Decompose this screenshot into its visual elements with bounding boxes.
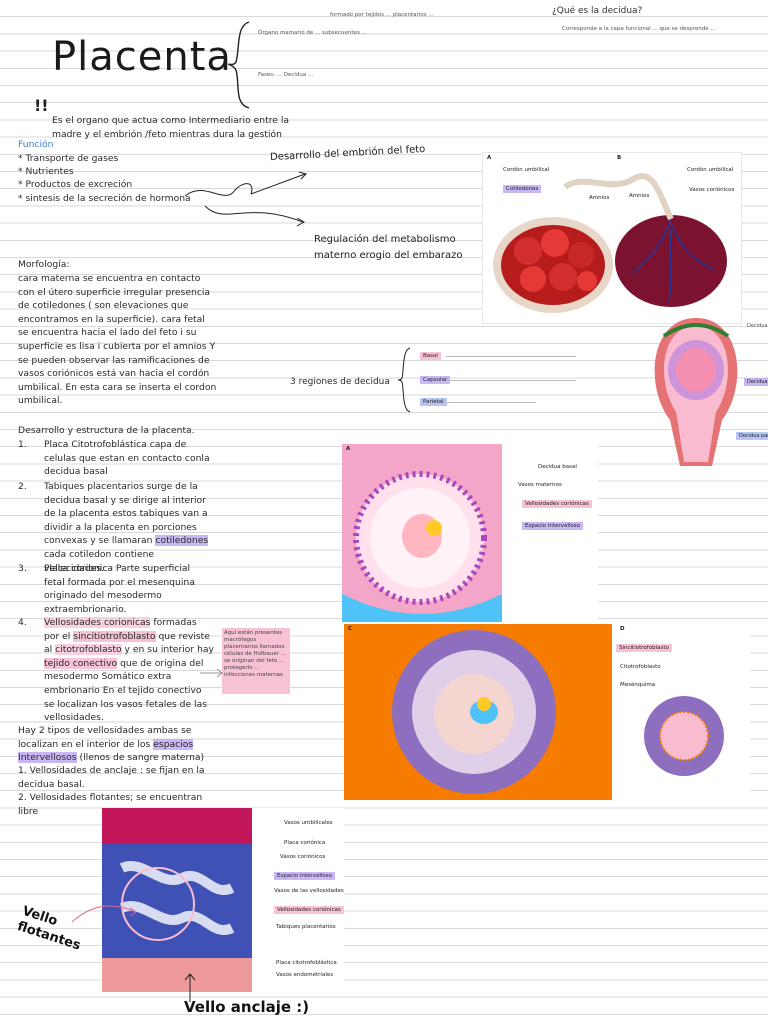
fig4-placa-cor: Placa coriónica [284, 840, 326, 846]
highlight-sincitiotrofoblasto: sincitiotrofoblasto [73, 630, 156, 642]
fig2-label-a: A [346, 446, 351, 452]
desarrollo-num-2: 2. [18, 481, 27, 492]
fig4-vasos-umb: Vasos umbilicales [284, 820, 333, 826]
header-note-question: ¿Qué es la decidua? [552, 6, 643, 16]
desarrollo-item-4-a: formadas por el [44, 617, 197, 642]
desarrollo-item-1: Placa Citotrofoblástica capa de celulas … [44, 439, 210, 478]
fig4-vell-cor: Vellosidades coriónicas [274, 906, 344, 914]
tipos-a: Hay 2 tipos de vellosidades ambas se loc… [18, 725, 192, 750]
desarrollo-item-3: Placa corionica Parte superficial fetal … [44, 563, 195, 615]
callout-flotantes-arrow [71, 905, 137, 923]
side-note: Aquí están presentes macrófagos placenta… [222, 628, 290, 694]
desarrollo-item-4-d: que de origina del mesodermo Somático ex… [44, 657, 207, 724]
uterus-basal: Decidua basal [747, 323, 768, 329]
figure-villi: C D Sincitiotrofoblasto Citotrofoblasto … [344, 624, 750, 800]
region-parietal: Parietal [420, 398, 447, 406]
figure-decidua-art [342, 444, 502, 622]
uterus-parietal: Decidua parietal [736, 432, 768, 440]
figure-villi-art [344, 624, 750, 800]
page-title: Placenta [52, 34, 232, 80]
desarrollo-item-4-c: y en su interior hay [124, 644, 214, 656]
fig1-label-b: B [617, 155, 622, 161]
figure-placenta-faces-art [493, 173, 727, 313]
fig2-espacio: Espacio intervelloso [522, 522, 583, 530]
figure-decidua: A Decidua basal Vasos maternos Vellosida… [342, 444, 598, 622]
tipos-text: Hay 2 tipos de vellosidades ambas se loc… [18, 724, 214, 765]
side-note-arrow [200, 668, 223, 678]
fig3-label-d: D [620, 626, 625, 632]
desarrollo-heading: Desarrollo y estructura de la placenta. [18, 425, 195, 436]
desarrollo-num-4: 4. [18, 617, 27, 628]
title-brace [227, 21, 250, 109]
region-basal: Basal [420, 352, 441, 360]
intro-text: Es el organo que actua como Intermediari… [52, 115, 290, 140]
figure-placenta-faces: A B Cordón umbilical Cordón umbilical Co… [482, 152, 742, 324]
funcion-item-3: * Productos de excreción [18, 179, 133, 190]
fig2-decidua-basal: Decidua basal [538, 464, 577, 470]
funcion-arrows [185, 171, 307, 227]
figure-uterus-art [654, 318, 738, 466]
note-desarrollo: Desarrollo del embrión del feto [269, 143, 426, 164]
region-capsular-note [446, 374, 576, 381]
desarrollo-item-2: Tabiques placentarios surge de la decidu… [44, 480, 212, 575]
funcion-heading: Función [18, 139, 54, 150]
funcion-item-4: * sintesis de la secreción de hormona [18, 193, 191, 204]
regiones-label: 3 regiones de decidua [290, 377, 390, 387]
highlight-citotrofoblasto: citotrofoblasto [55, 644, 122, 656]
anclaje-text: 1. Vellosidades de anclaje : se fijan en… [18, 765, 205, 790]
funcion-item-2: * Nutrientes [18, 166, 74, 177]
header-note-top: formado por tejidos ... placentarios ... [330, 12, 434, 18]
region-basal-note [446, 350, 576, 357]
tipos-b: (llenos de sangre materna) [79, 752, 205, 764]
fig2-vell-corionicas: Vellosidades coriónicas [522, 500, 592, 508]
desarrollo-item-2-b: cada cotiledon contiene vellecidades. [44, 548, 155, 574]
fig1-vasos: Vasos coriónicos [689, 187, 735, 193]
highlight-tejido-conectivo: tejido conectivo [44, 657, 118, 669]
region-capsular: Capsular [420, 376, 451, 384]
callout-anclaje: Vello anclaje :) [184, 998, 310, 1016]
fig4-vasos-cor: Vasos coriónicos [280, 854, 326, 860]
note-regulacion: Regulación del metabolismo materno erogi… [314, 234, 463, 261]
figure-uterus [646, 316, 746, 472]
desarrollo-item-2-a: Tabiques placentarios surge de la decidu… [44, 481, 208, 547]
fig4-espacio: Espacio intervelloso [274, 872, 335, 880]
desarrollo-num-1: 1. [18, 439, 27, 450]
figure-cross-section: Vasos umbilicales Placa coriónica Vasos … [102, 808, 344, 992]
highlight-vellosidades: Vellosidades corionicas [44, 617, 151, 628]
header-note-answer: Corresponde a la capa funcional ... que … [562, 26, 716, 32]
fig4-vasos-endo: Vasos endometriales [276, 972, 334, 978]
fig4-placa-cito: Placa citotrofoblástica [276, 960, 337, 966]
fig1-amnios-1: Amnios [589, 195, 610, 201]
desarrollo-item-4: Vellosidades corionicas formadas por el … [44, 616, 214, 725]
fig3-sincitio: Sincitiotrofoblasto [616, 644, 672, 652]
fig1-label-a: A [487, 155, 492, 161]
figure-cross-section-art [102, 808, 252, 992]
callout-anclaje-arrow [184, 973, 196, 1002]
desarrollo-num-3: 3. [18, 563, 27, 574]
desarrollo-item-4-b: que reviste al [44, 630, 210, 656]
fig1-cotiledones: Cotiledones [503, 185, 542, 193]
header-note-fases: Fases: ... Decidua ... [258, 72, 314, 78]
fig2-vasos-maternos: Vasos maternos [518, 482, 562, 488]
regiones-brace [397, 347, 411, 413]
region-parietal-note [446, 396, 536, 403]
funcion-item-1: * Transporte de gases [18, 153, 119, 164]
highlight-cotiledones: cotiledones [155, 535, 209, 547]
fig3-citotro: Citotrofoblasto [620, 664, 661, 670]
fig1-cordon-2: Cordón umbilical [687, 167, 734, 173]
uterus-capsular: Decidua capsular [744, 378, 768, 386]
fig3-label-c: C [348, 626, 353, 632]
fig1-amnios-2: Amnios [629, 193, 650, 199]
fig4-tabiques: Tabiques placentarios [276, 924, 336, 930]
fig1-cordon-1: Cordón umbilical [503, 167, 550, 173]
fig4-vasos-vell: Vasos de las vellosidades [274, 888, 344, 894]
flotantes-text: 2. Vellosidades flotantes; se encuentran… [18, 792, 203, 817]
exclaim-mark: !! [34, 96, 49, 115]
morfologia-text: cara materna se encuentra en contacto co… [18, 273, 217, 407]
fig3-mesenquima: Mesénquima [620, 682, 656, 688]
morfologia-heading: Morfología: [18, 259, 70, 270]
header-note-organo: Órgano mamario de ... subsecuentes ... [258, 30, 367, 36]
